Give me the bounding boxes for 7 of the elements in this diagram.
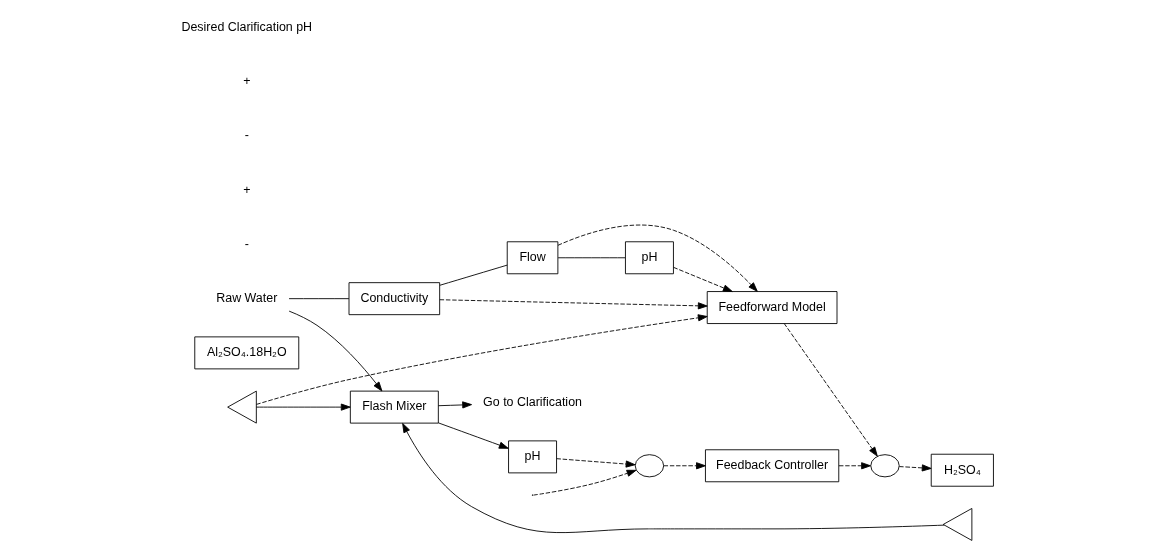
label: Desired Clarification pH [180,19,312,34]
node-text: Go to Clarification [482,394,582,409]
node-text: Raw Water [215,290,277,305]
label: + [242,182,250,197]
label: - [244,236,249,251]
label: + [242,74,250,89]
label: - [244,128,249,143]
